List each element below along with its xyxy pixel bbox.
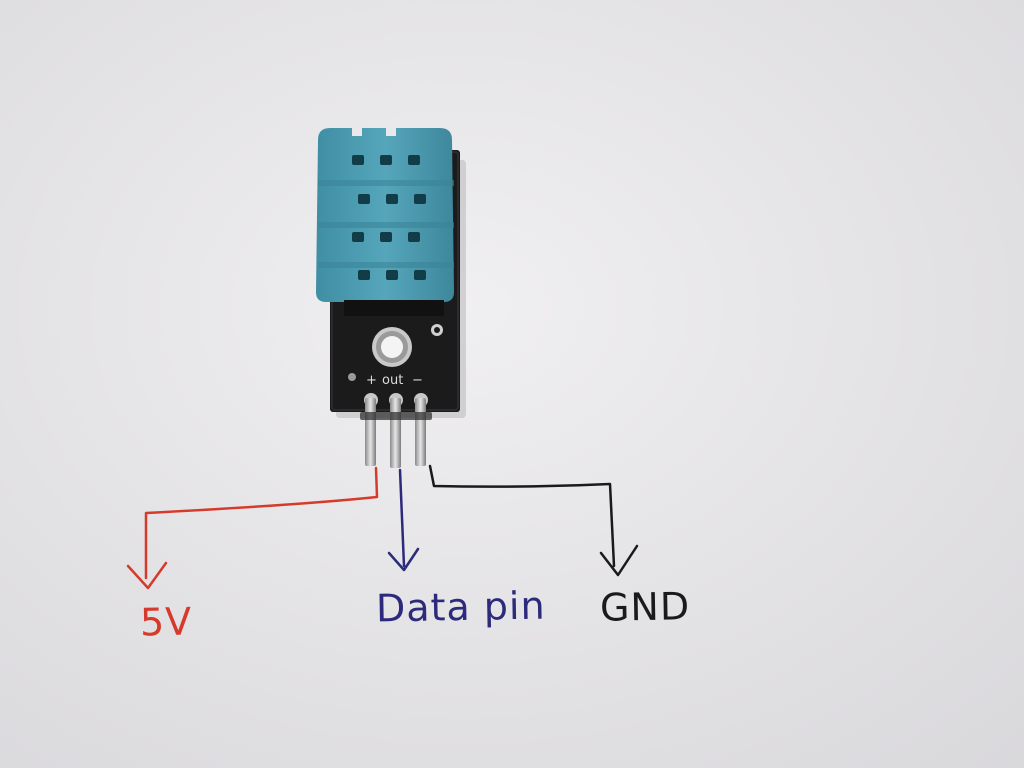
pin-gnd	[415, 398, 426, 466]
silkscreen-out: out	[382, 373, 403, 388]
vent-hole	[408, 155, 420, 165]
vent-hole	[380, 155, 392, 165]
vent-hole	[358, 194, 370, 204]
vent-hole	[408, 232, 420, 242]
vent-hole	[358, 270, 370, 280]
pin-vcc	[365, 398, 376, 466]
vent-hole	[352, 232, 364, 242]
vent-hole	[414, 270, 426, 280]
silkscreen-plus: +	[366, 373, 377, 388]
mounting-hole	[372, 327, 412, 367]
dht-sensor-module: + out −	[316, 128, 466, 468]
vent-hole	[386, 194, 398, 204]
sensor-vent-grid	[352, 155, 426, 280]
vent-hole	[386, 270, 398, 280]
gnd-label: GND	[599, 584, 691, 630]
vcc-label: 5V	[139, 599, 193, 645]
vcc-wire	[126, 466, 379, 590]
pin-data	[390, 398, 401, 468]
sensor-cap	[316, 128, 454, 302]
silkscreen-minus: −	[412, 373, 423, 388]
vent-hole	[414, 194, 426, 204]
data-wire	[387, 468, 420, 572]
gnd-wire	[428, 464, 639, 577]
vent-hole	[380, 232, 392, 242]
header-pins	[360, 398, 432, 468]
data-pin-label: Data pin	[375, 583, 546, 631]
vent-hole	[352, 155, 364, 165]
